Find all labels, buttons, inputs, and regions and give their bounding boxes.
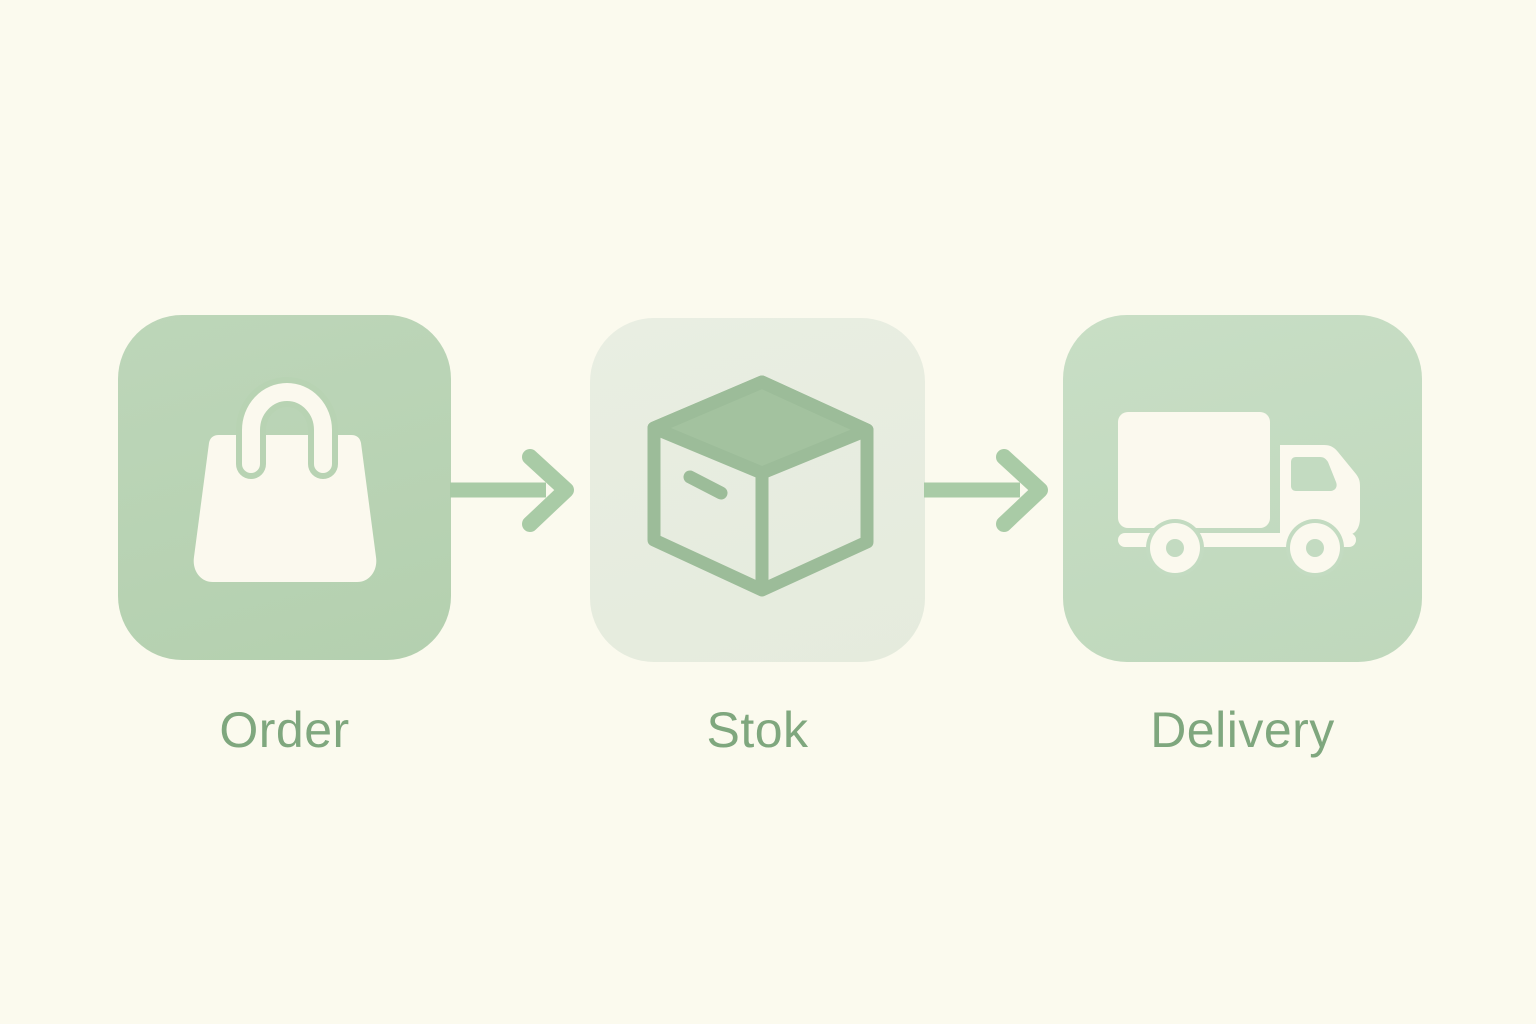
delivery-truck-icon [1118,412,1360,577]
arrow-right-icon [924,449,1048,532]
step-tile-order [118,315,451,660]
step-tile-delivery [1063,315,1422,662]
arrow-right-icon [450,449,574,532]
step-tile-stock [590,318,925,662]
shopping-bag-icon [193,377,377,582]
step-label-order: Order [219,702,350,758]
step-label-stock: Stok [706,702,809,758]
step-label-delivery: Delivery [1150,702,1335,758]
package-box-icon [647,375,874,597]
